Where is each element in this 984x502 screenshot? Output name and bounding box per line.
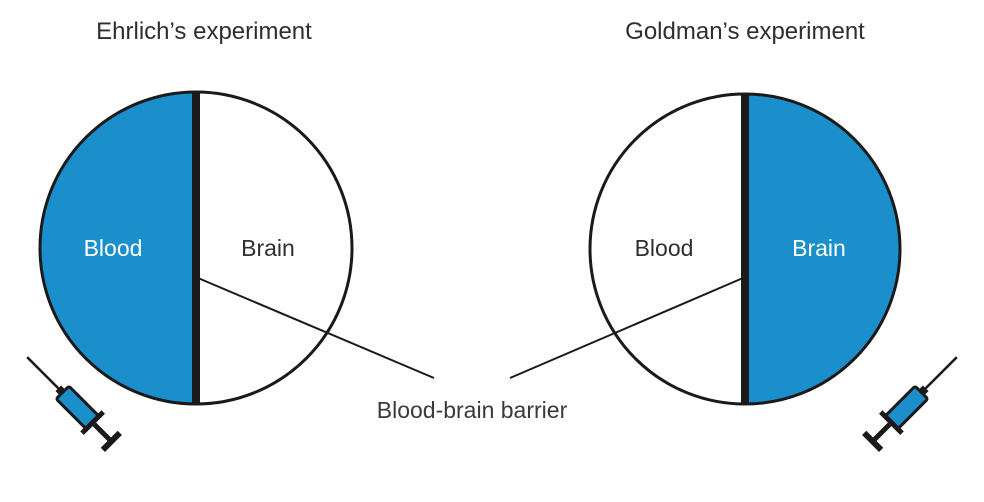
goldman-panel: Goldman’s experiment Blood Brain — [588, 18, 958, 452]
goldman-brain-label: Brain — [792, 235, 846, 261]
ehrlich-brain-label: Brain — [241, 235, 295, 261]
barrier-caption: Blood-brain barrier — [377, 397, 568, 423]
ehrlich-blood-half — [40, 92, 196, 404]
goldman-brain-half — [745, 94, 900, 404]
syringe-icon — [862, 356, 958, 452]
callout-line-right — [509, 277, 744, 379]
goldman-blood-label: Blood — [635, 235, 694, 261]
ehrlich-title: Ehrlich’s experiment — [96, 18, 312, 45]
syringe-icon — [26, 356, 122, 452]
ehrlich-blood-label: Blood — [84, 235, 143, 261]
ehrlich-panel: Ehrlich’s experiment Blood Brain — [26, 18, 354, 452]
goldman-title: Goldman’s experiment — [625, 18, 865, 45]
callout-line-left — [197, 277, 435, 379]
